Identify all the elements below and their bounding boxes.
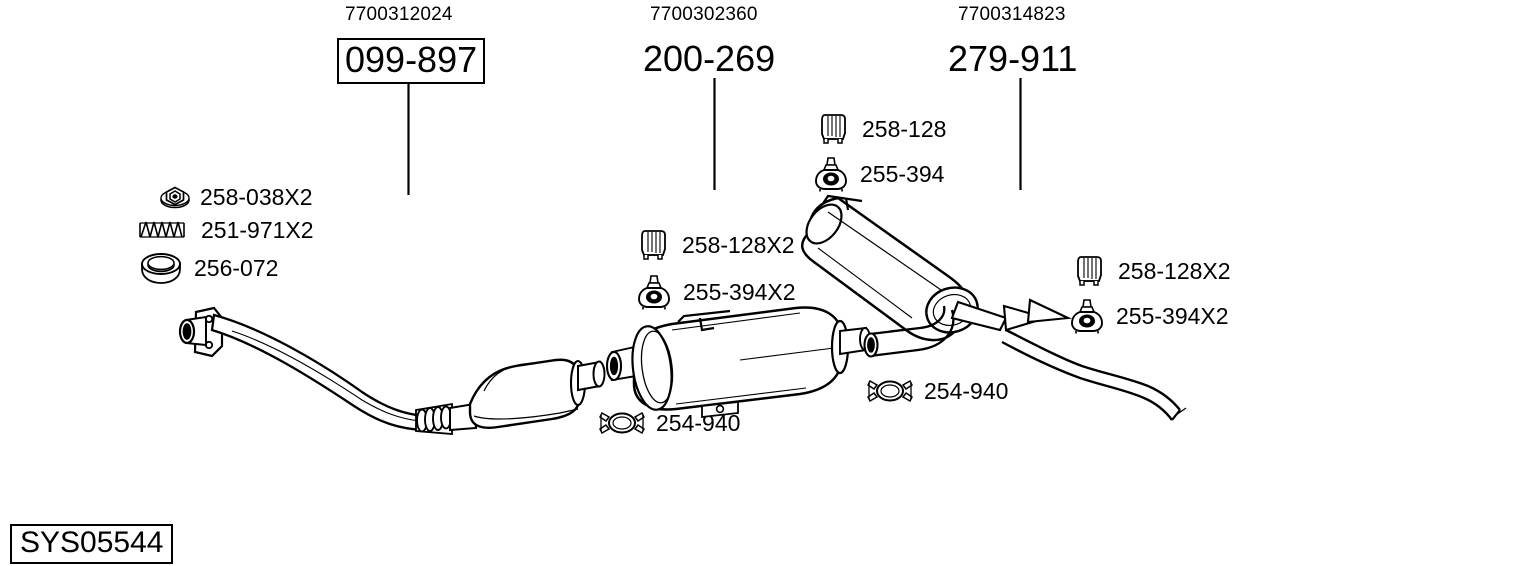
callout-label: 258-128X2 [1118, 257, 1231, 284]
callout-251-971X2: 251-971X2 [137, 218, 314, 242]
callout-258-128: 258-128 [818, 112, 946, 146]
callout-254-940-rear: 254-940 [866, 376, 1008, 406]
rubber-hanger-icon [1077, 256, 1102, 286]
callout-258-038X2: 258-038X2 [160, 184, 313, 210]
callout-label: 254-940 [924, 377, 1009, 404]
front-pipe [178, 306, 426, 432]
callout-label: 258-128 [862, 115, 947, 142]
centre-silencer [605, 306, 871, 419]
callout-258-128X2: 258-128X2 [638, 228, 795, 262]
pipe-clamp-icon [599, 411, 645, 435]
part-number-rear: 279-911 [948, 38, 1078, 79]
callout-label: 255-394X2 [683, 278, 796, 305]
callout-label: 254-940 [656, 409, 741, 436]
mount-bracket-icon [1071, 299, 1103, 334]
callout-label: 258-128X2 [682, 231, 795, 258]
flex-joint [415, 402, 453, 435]
rear-muffler [800, 194, 1008, 358]
pipe-clamp-icon [867, 379, 913, 403]
mount-bracket-icon [815, 157, 847, 192]
gasket-ring-icon [141, 253, 181, 284]
oem-number-rear: 7700314823 [958, 4, 1066, 25]
oem-number-front: 7700312024 [345, 4, 453, 25]
callout-label: 256-072 [194, 254, 279, 281]
part-number-centre: 200-269 [643, 38, 776, 79]
callout-255-394X2: 255-394X2 [637, 274, 796, 310]
rubber-hanger-icon [821, 114, 846, 144]
callout-255-394X2-rear: 255-394X2 [1070, 298, 1229, 334]
catalytic-converter [449, 358, 606, 432]
callout-label: 258-038X2 [200, 183, 313, 210]
callout-255-394: 255-394 [814, 156, 944, 192]
callout-258-128X2-rear: 258-128X2 [1074, 254, 1231, 288]
callout-label: 255-394X2 [1116, 302, 1229, 329]
part-number-front: 099-897 [337, 38, 486, 84]
callout-256-072: 256-072 [138, 252, 278, 284]
system-code-badge: SYS05544 [10, 524, 174, 564]
mount-bracket-icon [638, 275, 670, 310]
callout-254-940-centre: 254-940 [598, 408, 740, 438]
callout-label: 251-971X2 [201, 216, 314, 243]
spring-icon [139, 221, 185, 238]
rubber-hanger-icon [641, 230, 666, 260]
callout-label: 255-394 [860, 160, 945, 187]
flange-nut-icon [160, 186, 190, 209]
tailpipe [1001, 298, 1187, 421]
oem-number-centre: 7700302360 [650, 4, 758, 25]
